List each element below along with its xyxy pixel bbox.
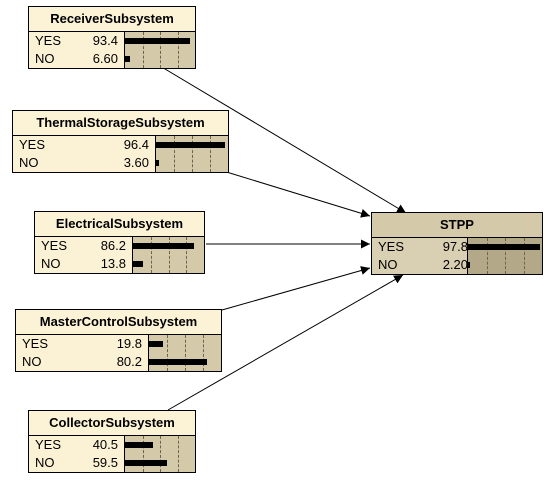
node-thermal-storage-subsystem[interactable]: ThermalStorageSubsystem YES 96.4 NO 3.60 [12, 110, 229, 173]
state-row-yes: YES 97.8 [372, 238, 542, 256]
edge-mastercontrol-to-stpp [221, 266, 371, 311]
probability-bar-area [148, 335, 221, 371]
probability-bar-no [125, 56, 130, 62]
state-label-yes: YES [19, 137, 46, 152]
edge-receiver-to-stpp [159, 65, 407, 214]
state-probability-yes: 40.5 [92, 437, 118, 452]
state-label-yes: YES [378, 239, 405, 254]
state-probability-yes: 97.8 [442, 239, 468, 254]
probability-bar-no [156, 160, 159, 166]
node-electrical-subsystem[interactable]: ElectricalSubsystem YES 86.2 NO 13.8 [34, 211, 205, 274]
state-table: YES 40.5 NO 59.5 [29, 436, 195, 472]
state-row-yes: YES 40.5 [29, 436, 195, 454]
state-probability-no: 2.20 [442, 257, 468, 272]
node-master-control-subsystem[interactable]: MasterControlSubsystem YES 19.8 NO 80.2 [15, 309, 222, 372]
state-probability-yes: 86.2 [100, 238, 126, 253]
edge-collector-to-stpp [167, 274, 404, 411]
probability-bar-area [155, 136, 228, 172]
node-stpp[interactable]: STPP YES 97.8 NO 2.20 [371, 212, 543, 275]
probability-bar-area [124, 436, 195, 472]
node-title: ElectricalSubsystem [35, 212, 204, 237]
node-title: CollectorSubsystem [29, 411, 195, 436]
state-row-no: NO 3.60 [13, 154, 228, 172]
probability-bar-area [124, 32, 195, 68]
state-table: YES 97.8 NO 2.20 [372, 238, 542, 274]
probability-bar-no [149, 359, 207, 365]
state-row-yes: YES 93.4 [29, 32, 195, 50]
probability-bar-no [125, 460, 167, 466]
probability-bar-no [468, 262, 470, 268]
node-title: MasterControlSubsystem [16, 310, 221, 335]
state-row-no: NO 80.2 [16, 353, 221, 371]
probability-bar-yes [125, 38, 191, 44]
node-receiver-subsystem[interactable]: ReceiverSubsystem YES 93.4 NO 6.60 [28, 6, 196, 69]
state-label-no: NO [19, 155, 39, 170]
state-probability-no: 59.5 [92, 455, 118, 470]
probability-bar-no [133, 261, 143, 267]
probability-bar-area [132, 237, 204, 273]
state-probability-no: 80.2 [116, 354, 142, 369]
state-row-no: NO 13.8 [35, 255, 204, 273]
state-table: YES 19.8 NO 80.2 [16, 335, 221, 371]
state-row-yes: YES 96.4 [13, 136, 228, 154]
state-table: YES 96.4 NO 3.60 [13, 136, 228, 172]
state-row-yes: YES 19.8 [16, 335, 221, 353]
state-probability-yes: 19.8 [116, 336, 142, 351]
edge-thermal-to-stpp [219, 169, 371, 218]
state-probability-no: 3.60 [123, 155, 149, 170]
state-row-yes: YES 86.2 [35, 237, 204, 255]
node-title: STPP [372, 213, 542, 238]
probability-bar-yes [133, 243, 195, 249]
node-title: ReceiverSubsystem [29, 7, 195, 32]
node-title: ThermalStorageSubsystem [13, 111, 228, 136]
node-collector-subsystem[interactable]: CollectorSubsystem YES 40.5 NO 59.5 [28, 410, 196, 473]
state-label-no: NO [378, 257, 398, 272]
probability-bar-yes [156, 142, 226, 148]
probability-bar-yes [149, 341, 164, 347]
state-probability-no: 13.8 [100, 256, 126, 271]
state-row-no: NO 2.20 [372, 256, 542, 274]
state-row-no: NO 59.5 [29, 454, 195, 472]
state-probability-yes: 96.4 [123, 137, 149, 152]
state-probability-yes: 93.4 [92, 33, 118, 48]
probability-bar-yes [125, 442, 154, 448]
state-label-yes: YES [22, 336, 49, 351]
state-label-no: NO [22, 354, 42, 369]
state-label-no: NO [35, 455, 55, 470]
state-label-yes: YES [35, 437, 62, 452]
state-label-no: NO [41, 256, 61, 271]
state-label-yes: YES [41, 238, 68, 253]
state-table: YES 93.4 NO 6.60 [29, 32, 195, 68]
state-table: YES 86.2 NO 13.8 [35, 237, 204, 273]
state-label-no: NO [35, 51, 55, 66]
probability-bar-yes [468, 244, 541, 250]
state-probability-no: 6.60 [92, 51, 118, 66]
state-row-no: NO 6.60 [29, 50, 195, 68]
state-label-yes: YES [35, 33, 62, 48]
probability-bar-area [467, 238, 542, 274]
